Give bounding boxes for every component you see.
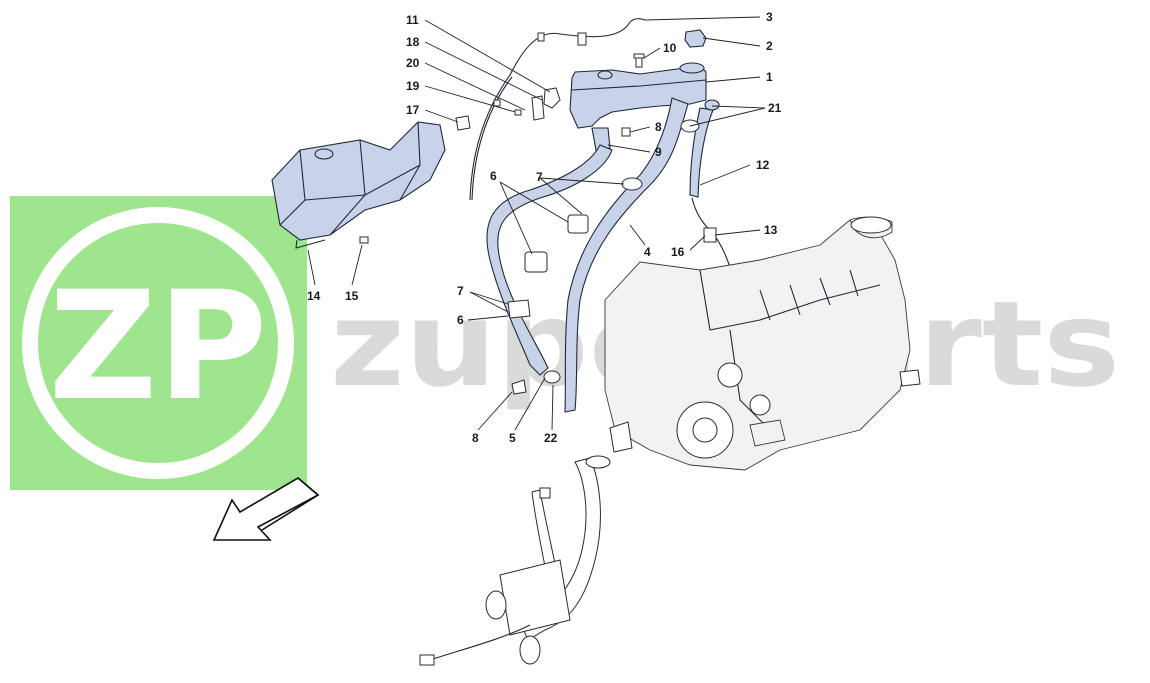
callout-6b: 6 — [457, 313, 464, 327]
callout-9: 9 — [655, 145, 662, 159]
bolt-10 — [633, 53, 645, 68]
callout-21: 21 — [768, 101, 782, 115]
watermark-logo-letters: ZP — [49, 260, 268, 434]
small-fittings — [359, 87, 631, 244]
callout-15: 15 — [345, 289, 359, 303]
callout-8b: 8 — [472, 431, 479, 445]
engine-block — [604, 216, 921, 471]
callout-8a: 8 — [655, 120, 662, 134]
callout-labels: 1 2 3 4 5 6 6 7 7 8 8 9 10 11 12 13 14 1… — [307, 10, 782, 445]
callout-19: 19 — [406, 79, 420, 93]
callout-17: 17 — [406, 103, 420, 117]
callout-22: 22 — [544, 431, 558, 445]
hose-clamps — [507, 119, 700, 395]
callout-7b: 7 — [457, 284, 464, 298]
callout-18: 18 — [406, 35, 420, 49]
tank-cap — [684, 29, 707, 48]
callout-7a: 7 — [536, 170, 543, 184]
coolant-expansion-tank — [569, 62, 707, 151]
callout-20: 20 — [406, 56, 420, 70]
callout-3: 3 — [766, 10, 773, 24]
callout-5: 5 — [509, 431, 516, 445]
bleed-pipe — [469, 18, 646, 201]
callout-14: 14 — [307, 289, 321, 303]
callout-6a: 6 — [490, 169, 497, 183]
callout-13: 13 — [764, 223, 778, 237]
leader-lines — [307, 16, 766, 431]
watermark: ZP zuperparts — [10, 196, 1120, 490]
callout-2: 2 — [766, 39, 773, 53]
callout-4: 4 — [644, 245, 651, 259]
front-direction-arrow-icon — [212, 477, 320, 541]
watermark-logo-background — [10, 196, 307, 490]
watermark-logo-ring-icon — [22, 207, 294, 479]
lower-coolant-pipe — [419, 455, 611, 666]
air-duct-shroud — [271, 121, 446, 249]
callout-12: 12 — [756, 158, 770, 172]
callout-16: 16 — [671, 245, 685, 259]
callout-10: 10 — [663, 41, 677, 55]
callout-11: 11 — [406, 13, 419, 27]
callout-1: 1 — [766, 70, 773, 84]
